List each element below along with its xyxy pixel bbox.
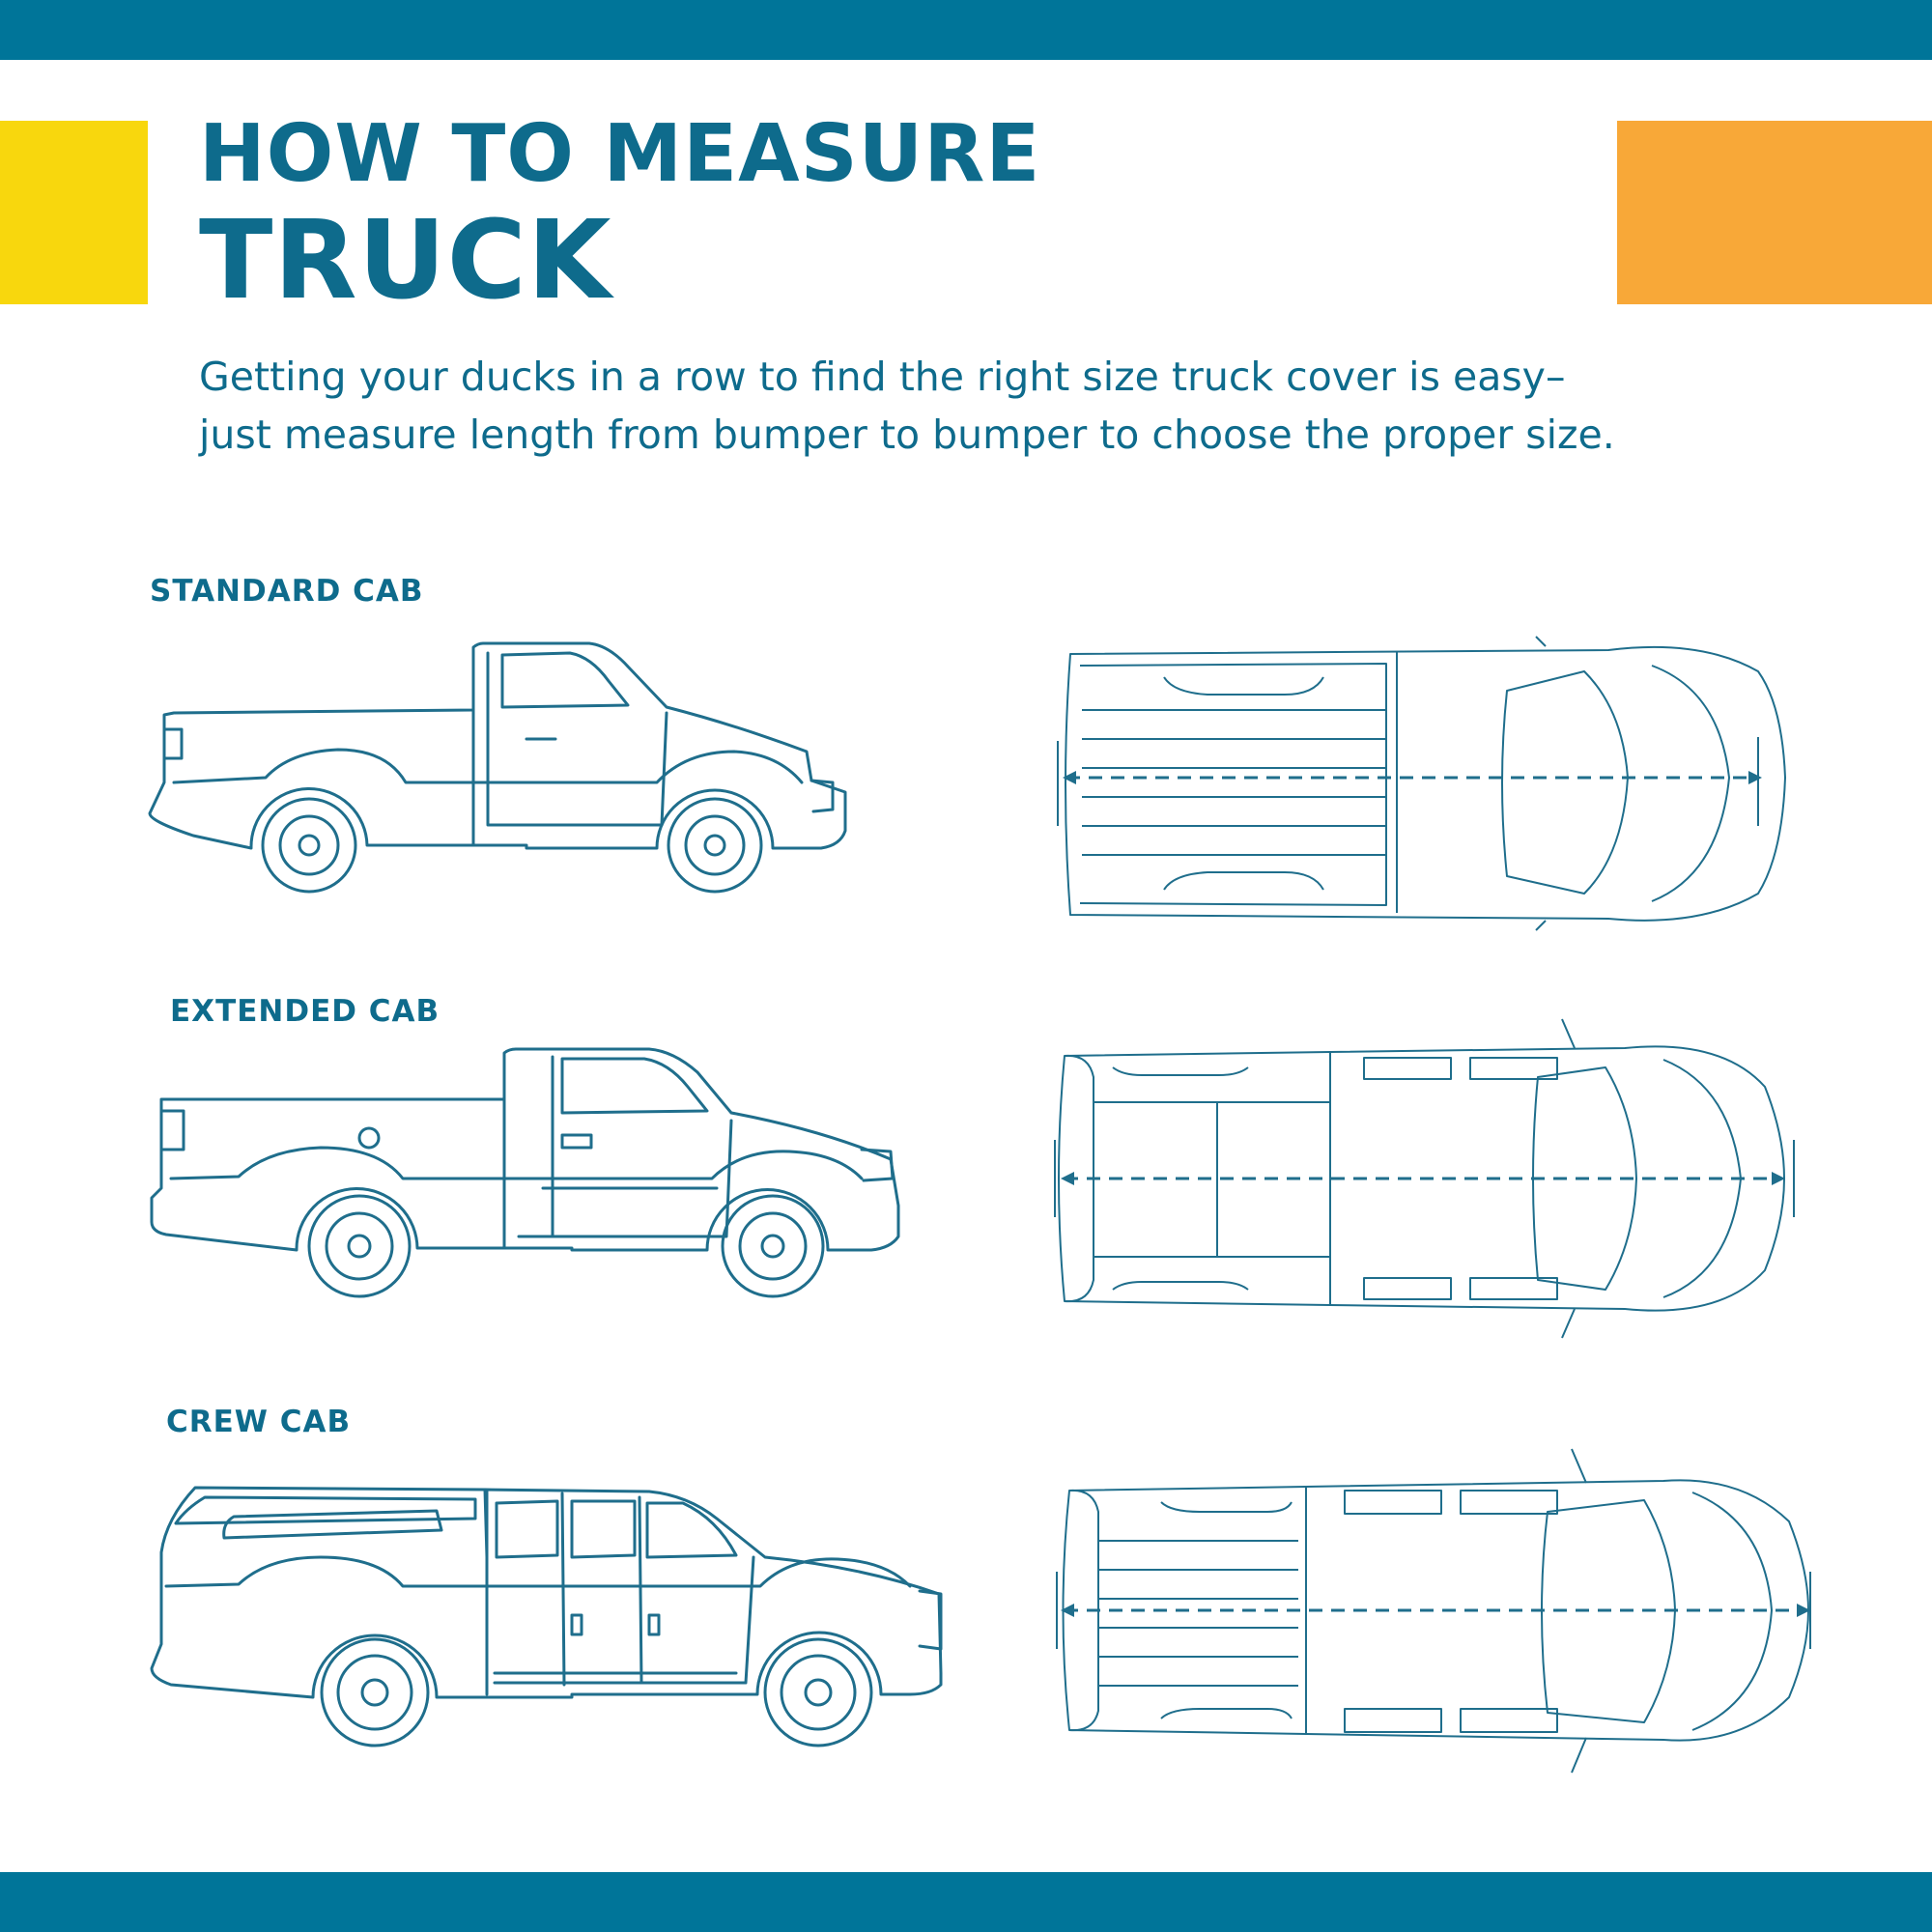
yellow-accent-block [0,121,148,304]
title-truck: TRUCK [199,198,612,324]
extended-cab-side-icon [147,1043,910,1294]
bottom-band [0,1872,1932,1932]
crew-cab-top-icon [1045,1444,1818,1777]
title-how-to-measure: HOW TO MEASURE [199,108,1041,200]
intro-text: Getting your ducks in a row to find the … [199,348,1706,464]
top-band [0,0,1932,60]
orange-accent-block [1617,121,1932,304]
intro-line-2: just measure length from bumper to bumpe… [199,412,1615,458]
standard-cab-top-icon [1043,633,1787,937]
label-crew-cab: CREW CAB [166,1405,352,1439]
extended-cab-top-icon [1045,1019,1799,1338]
label-standard-cab: STANDARD CAB [150,574,424,609]
intro-line-1: Getting your ducks in a row to find the … [199,354,1566,400]
label-extended-cab: EXTENDED CAB [170,994,440,1029]
crew-cab-side-icon [147,1480,949,1741]
standard-cab-side-icon [145,638,860,889]
